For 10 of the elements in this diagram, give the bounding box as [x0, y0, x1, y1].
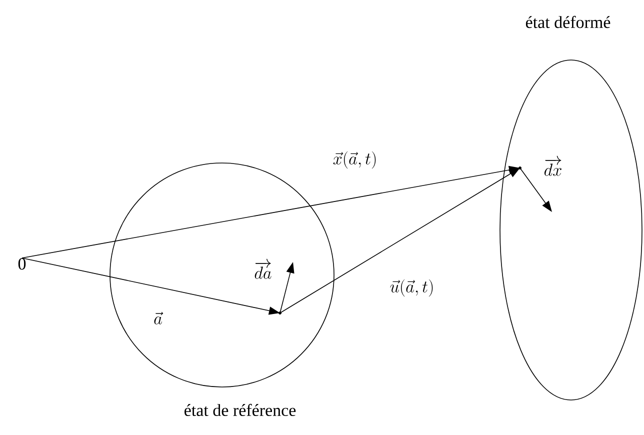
state-caption: état de référence [184, 404, 296, 416]
vector-label: $\vec{x}(\vec{a},t)$ [333, 151, 376, 169]
origin-label: 0 [18, 258, 26, 270]
reference-circle [110, 162, 334, 388]
vector-label: $\vec{u}(\vec{a},t)$ [390, 279, 433, 297]
deformed-ellipse [500, 60, 642, 400]
state-caption: état déformé [526, 16, 610, 28]
vector-label: $\overrightarrow{dx}$ [544, 156, 562, 176]
vector-label: $\vec{a}$ [154, 312, 164, 324]
vector-label: $\overrightarrow{da}$ [254, 258, 272, 279]
